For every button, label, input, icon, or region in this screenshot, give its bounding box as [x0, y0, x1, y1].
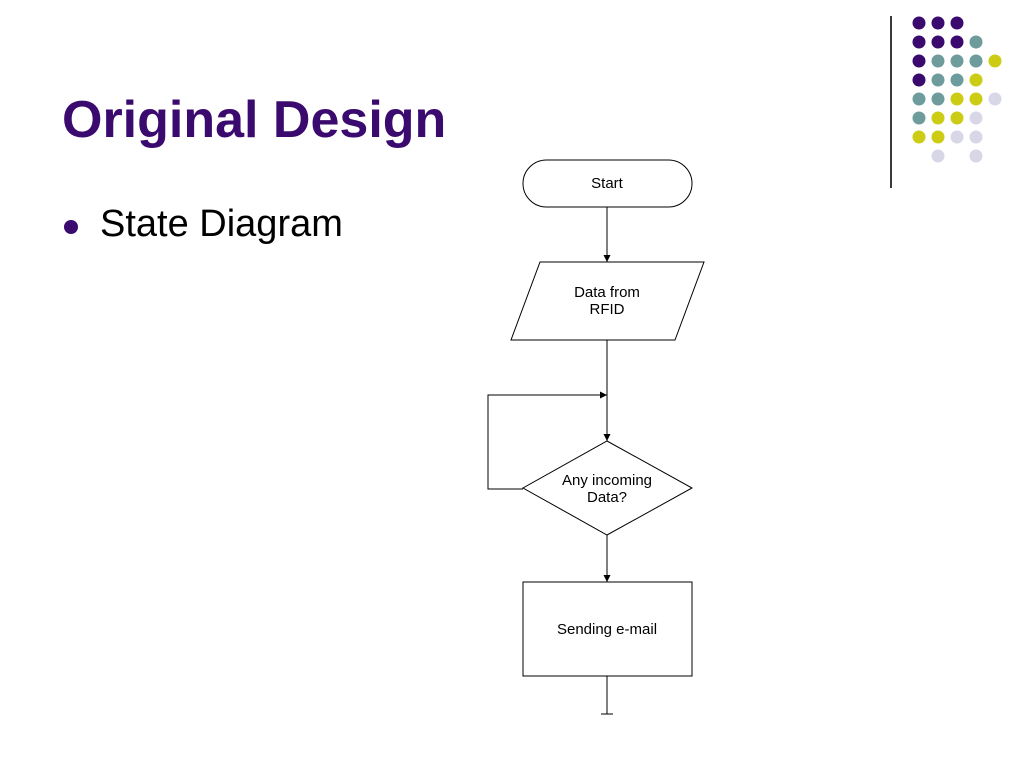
- decorative-dot: [931, 35, 945, 49]
- decorative-dot: [912, 92, 926, 106]
- start-label: Start: [591, 175, 624, 192]
- decorative-dot: [912, 111, 926, 125]
- decorative-dot: [969, 111, 983, 125]
- decorative-dot-grid: [912, 16, 1002, 163]
- decorative-dot: [912, 54, 926, 68]
- decorative-dot: [950, 35, 964, 49]
- decorative-dot: [988, 92, 1002, 106]
- decorative-dot: [912, 16, 926, 30]
- decorative-dot: [988, 54, 1002, 68]
- decorative-dot: [931, 111, 945, 125]
- decorative-dot: [950, 54, 964, 68]
- decorative-dot: [931, 73, 945, 87]
- decorative-dot: [931, 149, 945, 163]
- decorative-dot: [912, 130, 926, 144]
- bullet-list: State Diagram: [62, 200, 343, 248]
- decorative-dot: [931, 130, 945, 144]
- process-box: [522, 581, 693, 677]
- decision-label-line2: Data?: [587, 489, 627, 506]
- decorative-dot: [969, 54, 983, 68]
- decorative-dot: [950, 111, 964, 125]
- input-parallelogram: [510, 261, 705, 341]
- decorative-dot: [969, 35, 983, 49]
- decorative-dot: [950, 73, 964, 87]
- decorative-dot: [969, 92, 983, 106]
- header-divider: [890, 16, 892, 188]
- decorative-dot: [950, 130, 964, 144]
- decorative-dot: [969, 130, 983, 144]
- bullet-dot-icon: [64, 220, 78, 234]
- bullet-item: State Diagram: [62, 200, 343, 248]
- decision-label-line1: Any incoming: [562, 472, 652, 489]
- decorative-dot: [931, 92, 945, 106]
- decorative-dot: [969, 73, 983, 87]
- decorative-dot: [912, 35, 926, 49]
- decorative-dot: [931, 16, 945, 30]
- slide-title: Original Design: [62, 91, 447, 149]
- decorative-dot: [912, 73, 926, 87]
- decorative-dot: [950, 92, 964, 106]
- process-label: Sending e-mail: [557, 621, 657, 638]
- decorative-dot: [950, 16, 964, 30]
- connector-loop-back: [487, 391, 607, 490]
- input-label-line1: Data from: [574, 284, 640, 301]
- bullet-text: State Diagram: [100, 203, 343, 245]
- decorative-dot: [931, 54, 945, 68]
- decorative-dot: [969, 149, 983, 163]
- input-label-line2: RFID: [590, 301, 625, 318]
